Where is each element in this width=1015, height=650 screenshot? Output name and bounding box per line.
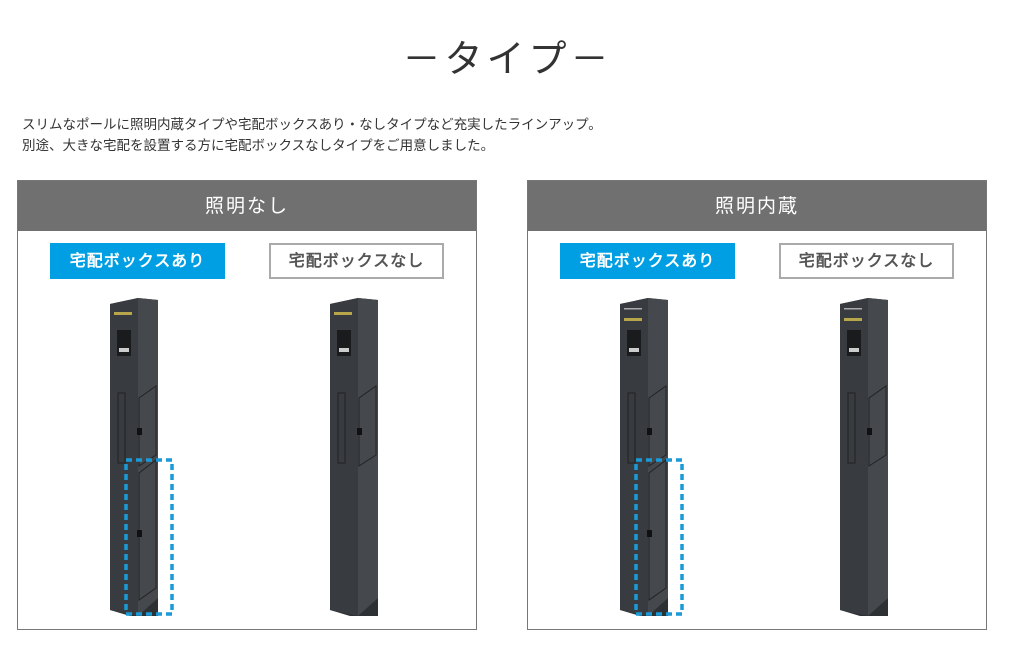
- panel-no-light: 照明なし 宅配ボックスあり 宅配ボックスなし: [17, 180, 477, 630]
- with-delivery-box-button[interactable]: 宅配ボックスあり: [50, 243, 225, 279]
- intro-line-2: 別途、大きな宅配を設置する方に宅配ボックスなしタイプをご用意しました。: [22, 138, 495, 154]
- without-delivery-box-button[interactable]: 宅配ボックスなし: [779, 243, 954, 279]
- product-image-with-box: [616, 298, 686, 616]
- panel-header: 照明内蔵: [528, 181, 986, 231]
- product-image-without-box: [326, 298, 396, 616]
- lit-mail-post-with-box-image: [620, 298, 684, 616]
- with-delivery-box-button[interactable]: 宅配ボックスあり: [560, 243, 735, 279]
- intro-line-1: スリムなポールに照明内蔵タイプや宅配ボックスあり・なしタイプなど充実したラインア…: [22, 117, 602, 133]
- mail-post-with-box-image: [110, 298, 174, 616]
- section-title: －タイプ－: [402, 37, 613, 81]
- without-delivery-box-button[interactable]: 宅配ボックスなし: [269, 243, 444, 279]
- panel-built-in-light: 照明内蔵 宅配ボックスあり 宅配ボックスなし: [527, 180, 987, 630]
- intro-text: スリムなポールに照明内蔵タイプや宅配ボックスあり・なしタイプなど充実したラインア…: [22, 115, 602, 157]
- panel-header: 照明なし: [18, 181, 476, 231]
- lit-mail-post-without-box-image: [840, 298, 888, 616]
- product-image-without-box: [836, 298, 906, 616]
- product-image-with-box: [106, 298, 176, 616]
- mail-post-without-box-image: [330, 298, 378, 616]
